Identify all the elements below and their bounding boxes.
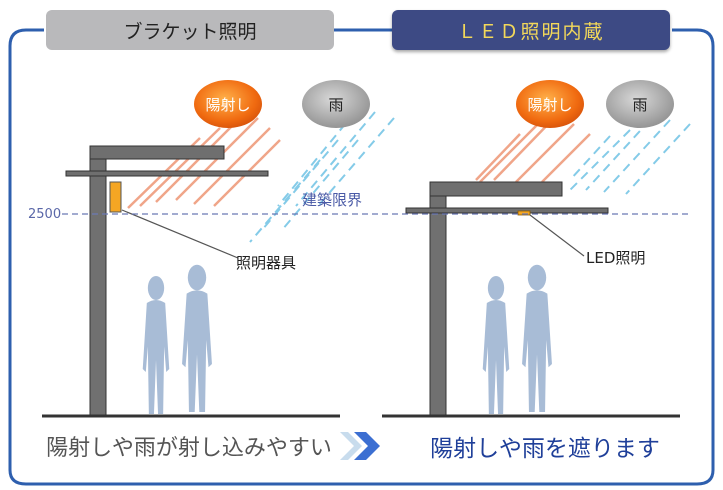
- left-sun-label: 陽射し: [205, 96, 250, 114]
- right-pole: [429, 181, 447, 417]
- left-crossbar: [65, 170, 269, 177]
- right-sun-label: 陽射し: [527, 96, 572, 114]
- fixture-label-left: 照明器具: [236, 254, 296, 272]
- left-rain-badge: 雨: [302, 80, 370, 128]
- fixture-leader-left: [121, 209, 239, 259]
- left-people-silhouette: [142, 264, 212, 414]
- right-canopy: [429, 181, 563, 197]
- right-led-strip: [517, 210, 531, 216]
- right-sun-rays: [475, 115, 591, 183]
- right-sun-badge: 陽射し: [516, 80, 584, 128]
- left-pole: [89, 145, 107, 417]
- tab-led-builtin: ＬＥＤ照明内蔵: [392, 10, 670, 50]
- right-crossbar: [405, 207, 609, 214]
- right-people-silhouette: [482, 264, 552, 414]
- right-rain-badge: 雨: [606, 80, 674, 128]
- tab-led-builtin-label: ＬＥＤ照明内蔵: [457, 20, 605, 43]
- right-rain-streaks: [569, 119, 691, 195]
- fixture-label-right: LED照明: [586, 249, 645, 267]
- left-sun-rays: [127, 117, 281, 209]
- right-rain-label: 雨: [632, 96, 647, 114]
- height-value-label: 2500: [28, 207, 61, 222]
- caption-right: 陽射しや雨を遮ります: [430, 436, 660, 462]
- fixture-leader-right: [529, 214, 585, 257]
- left-light-fixture: [109, 181, 122, 213]
- left-bracket-arm: [89, 145, 225, 160]
- left-rain-label: 雨: [328, 96, 343, 114]
- left-rain-streaks: [249, 111, 395, 243]
- panel-frame: [8, 28, 715, 486]
- building-limit-label: 建築限界: [302, 191, 362, 209]
- double-chevron-right-icon: [340, 432, 380, 460]
- left-sun-badge: 陽射し: [194, 80, 262, 128]
- tab-bracket-lighting-label: ブラケット照明: [123, 20, 257, 43]
- tab-bracket-lighting: ブラケット照明: [46, 10, 334, 50]
- caption-left: 陽射しや雨が射し込みやすい: [46, 436, 332, 461]
